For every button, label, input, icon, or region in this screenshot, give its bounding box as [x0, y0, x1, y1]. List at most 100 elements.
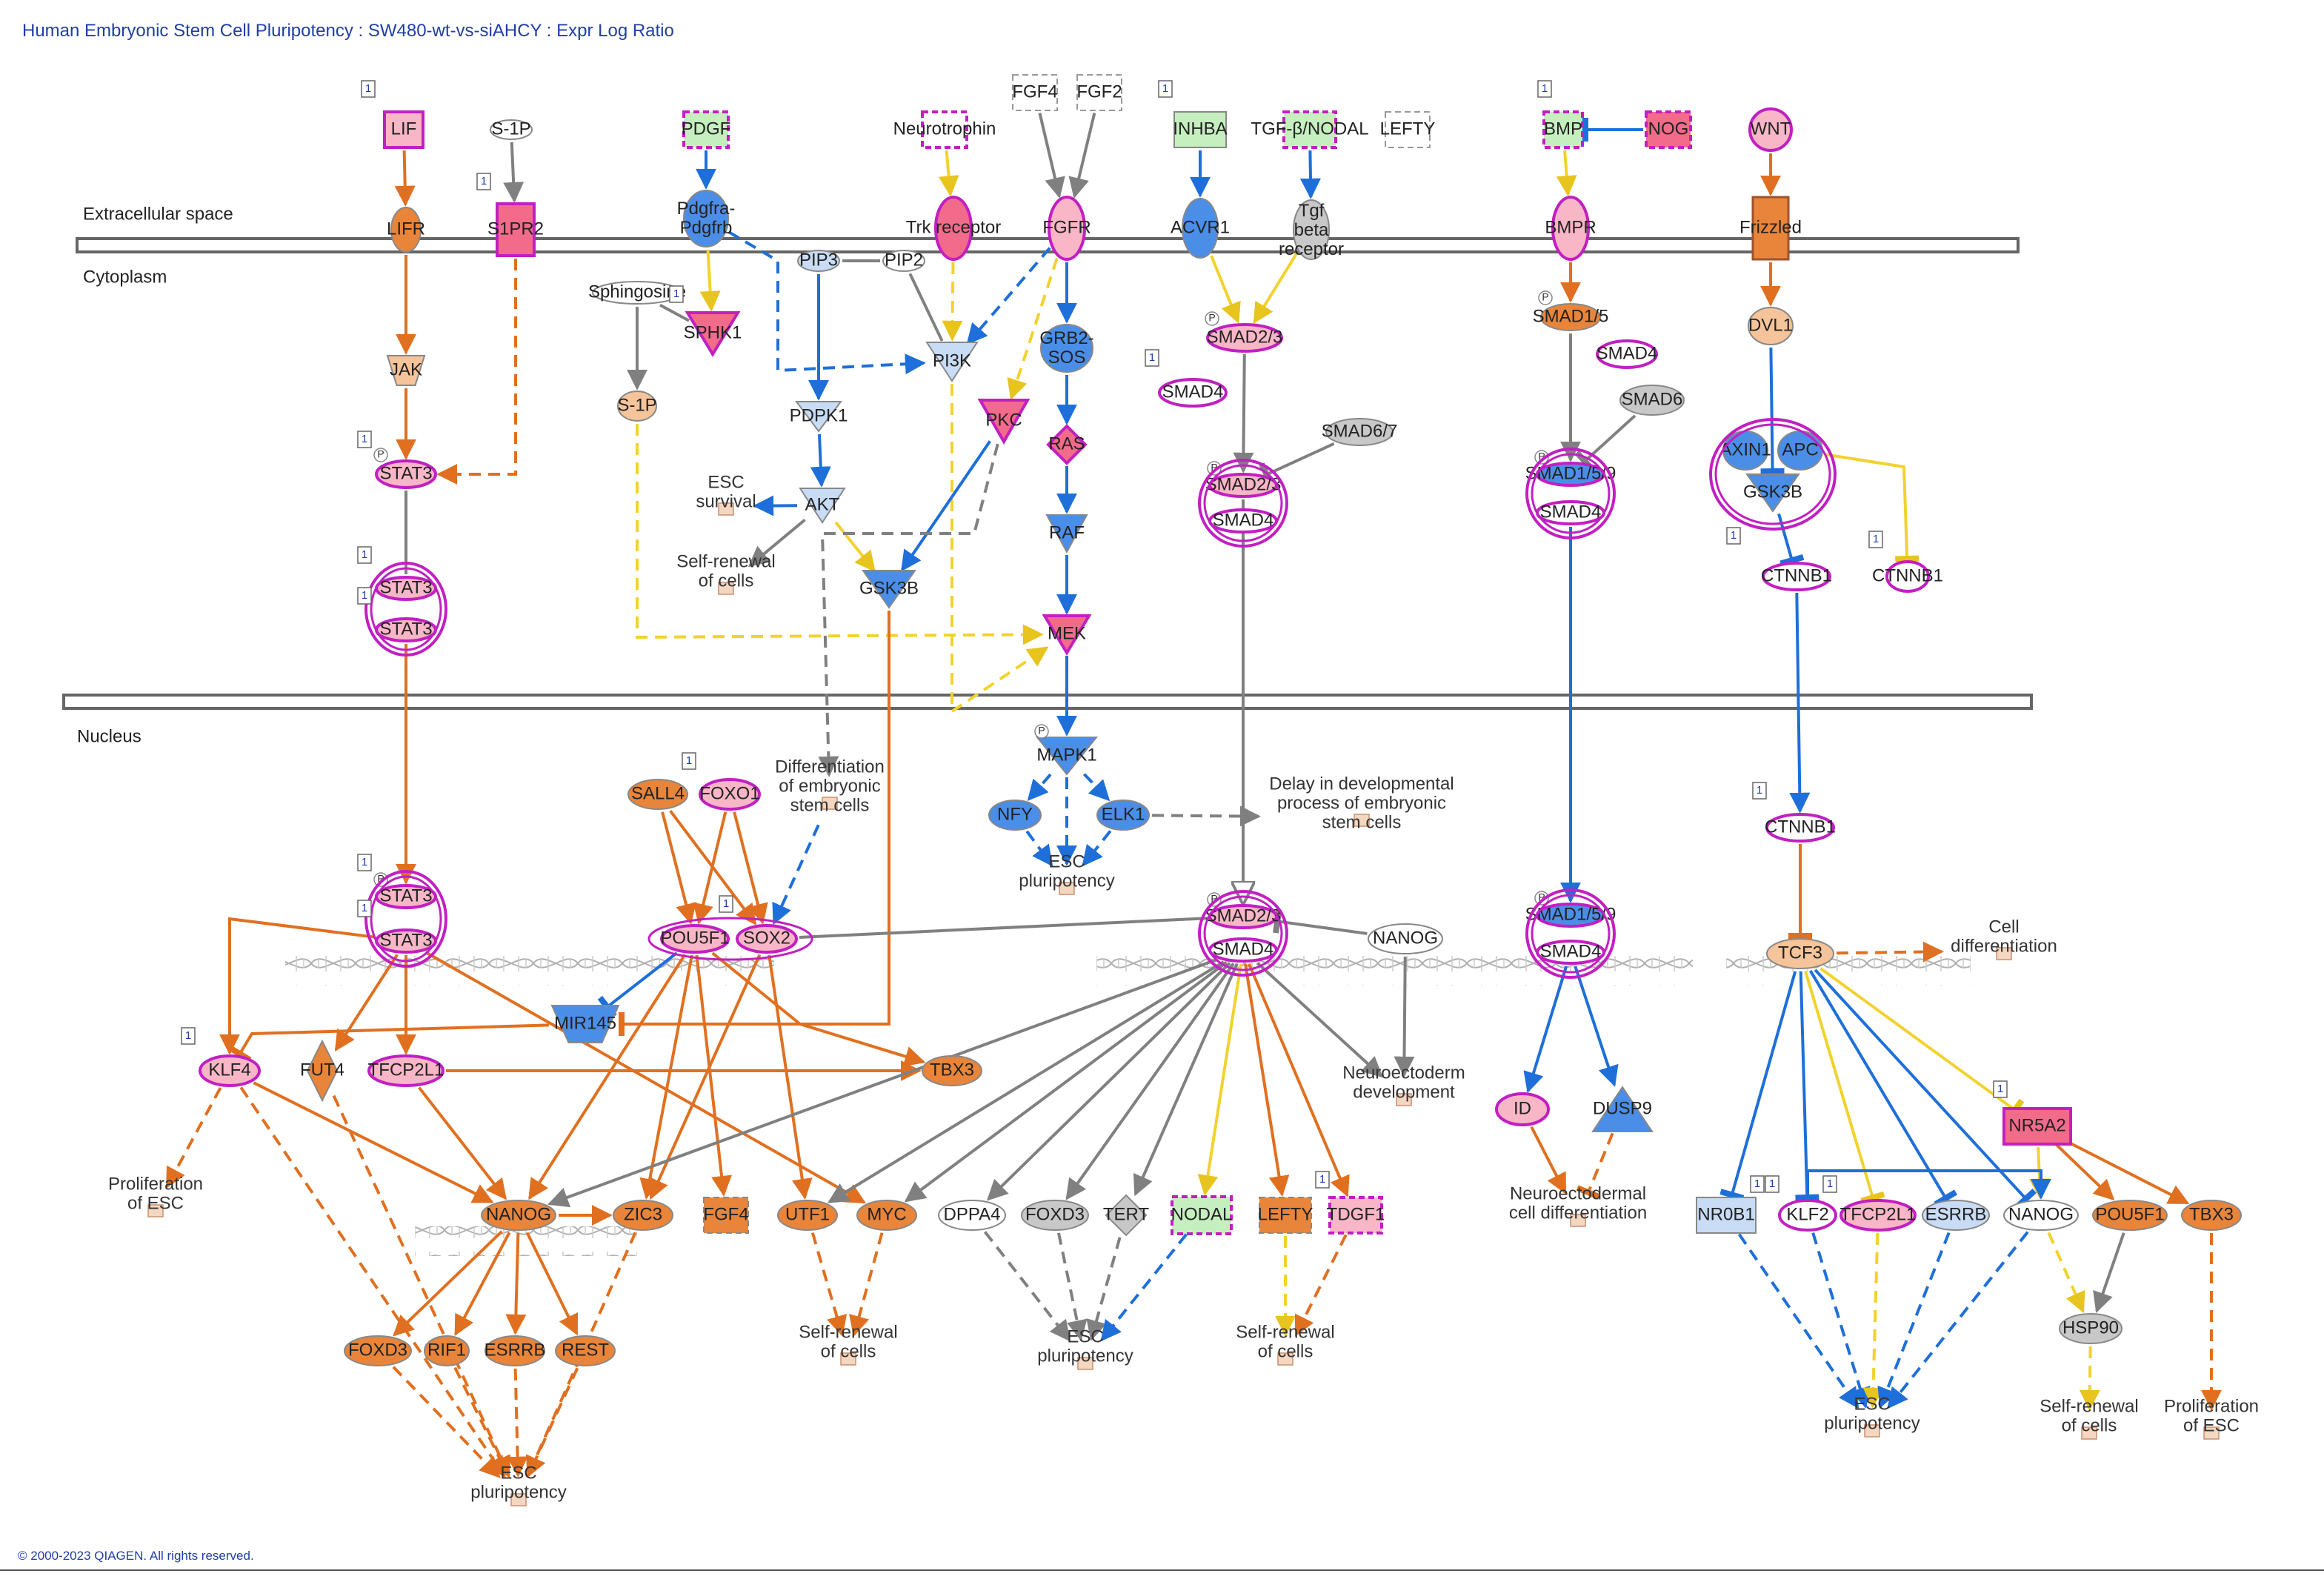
node-klf4[interactable]: KLF4	[199, 1054, 261, 1087]
node-pdgf[interactable]: PDGF	[682, 110, 731, 149]
node-foxd3-a[interactable]: FOXD3	[1021, 1200, 1089, 1231]
node-fgfr[interactable]: FGFR	[1042, 196, 1091, 261]
node-pou5f1-b[interactable]: POU5F1	[2092, 1200, 2168, 1231]
node-smad4-b[interactable]: SMAD4	[1158, 378, 1228, 408]
node-ras[interactable]: RAS	[1046, 424, 1088, 465]
node-smad159-cx[interactable]: SMAD1/5/9P	[1525, 450, 1617, 487]
node-nr0b1[interactable]: NR0B1	[1696, 1197, 1757, 1234]
node-gsk3b-w[interactable]: GSK3B	[1743, 473, 1802, 513]
node-stat3-n2[interactable]: STAT3	[375, 928, 437, 954]
node-smad4-cx[interactable]: SMAD4	[1208, 508, 1278, 534]
node-pip2[interactable]: PIP2	[882, 250, 925, 272]
node-pi3k[interactable]: PI3K	[925, 342, 979, 382]
node-tfcp2l1-a[interactable]: TFCP2L1	[367, 1054, 445, 1087]
node-mek[interactable]: MEK	[1042, 614, 1092, 656]
node-pip3[interactable]: PIP3	[797, 250, 840, 272]
node-tfcp2l1-b[interactable]: TFCP2L1	[1839, 1199, 1917, 1232]
node-tcf3[interactable]: TCF3	[1766, 938, 1834, 969]
node-pdpk1[interactable]: PDPK1	[790, 401, 848, 433]
node-ctnnb1-a[interactable]: CTNNB1	[1761, 562, 1832, 591]
node-smad67[interactable]: SMAD6/7	[1322, 418, 1398, 446]
node-nanog-b[interactable]: NANOG	[481, 1200, 556, 1231]
node-dvl1[interactable]: DVL1	[1748, 307, 1794, 345]
node-sphk1[interactable]: SPHK1	[684, 311, 742, 357]
node-elk1[interactable]: ELK1	[1096, 800, 1150, 831]
node-ctnnb1-b[interactable]: CTNNB1	[1872, 560, 1943, 593]
node-tdgf1[interactable]: TDGF1	[1327, 1196, 1385, 1235]
node-sall4[interactable]: SALL4	[627, 779, 688, 810]
node-nog[interactable]: NOG	[1645, 110, 1692, 149]
node-lifr[interactable]: LIFR	[387, 207, 425, 253]
node-lif[interactable]: LIF	[383, 110, 424, 149]
node-s1p-cyto[interactable]: S-1P	[617, 391, 657, 422]
node-s1p-top[interactable]: S-1P	[490, 119, 533, 140]
node-lefty[interactable]: LEFTY	[1258, 1197, 1314, 1234]
node-rif1[interactable]: RIF1	[424, 1335, 470, 1366]
node-esrrb-b[interactable]: ESRRB	[1922, 1200, 1990, 1231]
node-lefty-top[interactable]: LEFTY	[1380, 111, 1436, 148]
node-smad4-c2[interactable]: SMAD4	[1536, 500, 1605, 525]
node-neurotrophin[interactable]: Neurotrophin	[893, 110, 996, 149]
node-bmpr[interactable]: BMPR	[1545, 196, 1596, 261]
node-frizzled[interactable]: Frizzled	[1739, 196, 1802, 261]
node-fgf4-top[interactable]: FGF4	[1012, 74, 1058, 111]
node-inhba[interactable]: INHBA	[1173, 111, 1228, 148]
node-tbx3-a[interactable]: TBX3	[922, 1055, 982, 1086]
node-stat3-d2[interactable]: STAT3	[375, 617, 437, 642]
node-smad6[interactable]: SMAD6	[1619, 385, 1685, 416]
node-wnt[interactable]: WNT	[1748, 107, 1793, 152]
node-mir145[interactable]: MIR145	[550, 1005, 620, 1043]
node-smad23-cx[interactable]: SMAD2/3P	[1205, 461, 1282, 498]
node-fut4[interactable]: FUT4	[300, 1039, 344, 1103]
node-rest[interactable]: REST	[555, 1335, 616, 1366]
node-esrrb-a[interactable]: ESRRB	[485, 1335, 546, 1366]
node-foxo1[interactable]: FOXO1	[699, 778, 761, 811]
node-klf2[interactable]: KLF2	[1778, 1199, 1837, 1232]
node-trk[interactable]: Trk receptor	[906, 196, 1001, 261]
node-sox2[interactable]: SOX2	[736, 924, 798, 954]
node-dppa4[interactable]: DPPA4	[938, 1200, 1006, 1231]
node-pkc[interactable]: PKC	[977, 399, 1031, 445]
node-smad23-c[interactable]: SMAD2/3P	[1205, 311, 1283, 353]
node-smad4-n[interactable]: SMAD4	[1208, 937, 1278, 963]
node-tgf-nodal[interactable]: TGF-β/NODAL	[1251, 110, 1369, 149]
node-nr5a2[interactable]: NR5A2	[2002, 1107, 2072, 1146]
node-nfy[interactable]: NFY	[988, 800, 1042, 831]
node-smad4-n2[interactable]: SMAD4	[1536, 940, 1605, 965]
node-s1pr2[interactable]: S1PR2	[487, 202, 544, 257]
node-myc[interactable]: MYC	[856, 1200, 917, 1231]
node-gsk3b[interactable]: GSK3B	[859, 570, 919, 609]
node-acvr1[interactable]: ACVR1	[1171, 198, 1230, 259]
node-fgf2-top[interactable]: FGF2	[1076, 74, 1122, 111]
node-dusp9[interactable]: DUSP9	[1591, 1086, 1654, 1132]
node-akt[interactable]: AKT	[799, 488, 846, 524]
node-grb2-sos[interactable]: GRB2-SOS	[1039, 324, 1094, 373]
node-foxd3-b[interactable]: FOXD3	[344, 1335, 412, 1366]
node-ctnnb1-n[interactable]: CTNNB1	[1765, 813, 1836, 843]
node-apc[interactable]: APC	[1777, 431, 1823, 471]
node-zic3[interactable]: ZIC3	[613, 1200, 673, 1231]
node-smad4-a[interactable]: SMAD4	[1596, 339, 1658, 369]
node-fgf4[interactable]: FGF4	[703, 1197, 749, 1234]
node-smad23-n[interactable]: SMAD2/3P	[1205, 892, 1282, 929]
node-bmp[interactable]: BMP	[1542, 110, 1584, 149]
node-id[interactable]: ID	[1495, 1092, 1550, 1126]
node-smad15-c[interactable]: SMAD1/5P	[1533, 290, 1609, 331]
